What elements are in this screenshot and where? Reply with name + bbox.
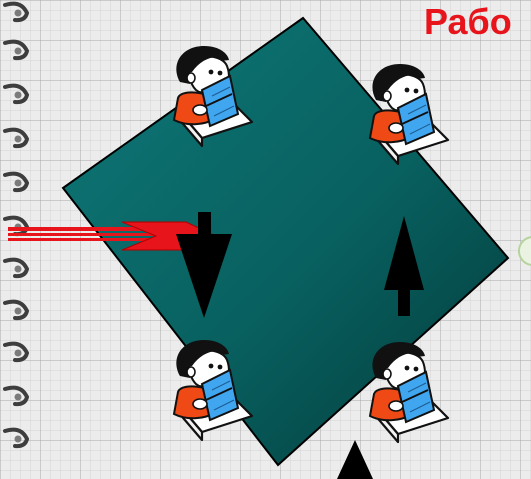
spiral-binding-ring-icon (5, 130, 27, 147)
teal-diamond (63, 18, 508, 465)
spiral-binding-ring-icon (5, 42, 27, 59)
spiral-binding-ring-icon (5, 86, 27, 103)
spiral-binding-ring-icon (5, 388, 27, 405)
spiral-binding-ring-icon (5, 4, 27, 21)
spiral-binding-ring-icon (5, 302, 27, 319)
spiral-binding (5, 4, 27, 447)
spiral-binding-ring-icon (5, 174, 27, 191)
spiral-binding-ring-icon (5, 260, 27, 277)
spiral-binding-ring-icon (5, 344, 27, 361)
slide-title: Рабо (424, 2, 512, 42)
spiral-binding-ring-icon (5, 430, 27, 447)
spiral-binding-ring-icon (5, 218, 27, 235)
person-reading-at-desk-icon (370, 342, 448, 442)
black-arrow-up-bottom (337, 440, 373, 479)
round-button-icon[interactable] (519, 237, 531, 265)
